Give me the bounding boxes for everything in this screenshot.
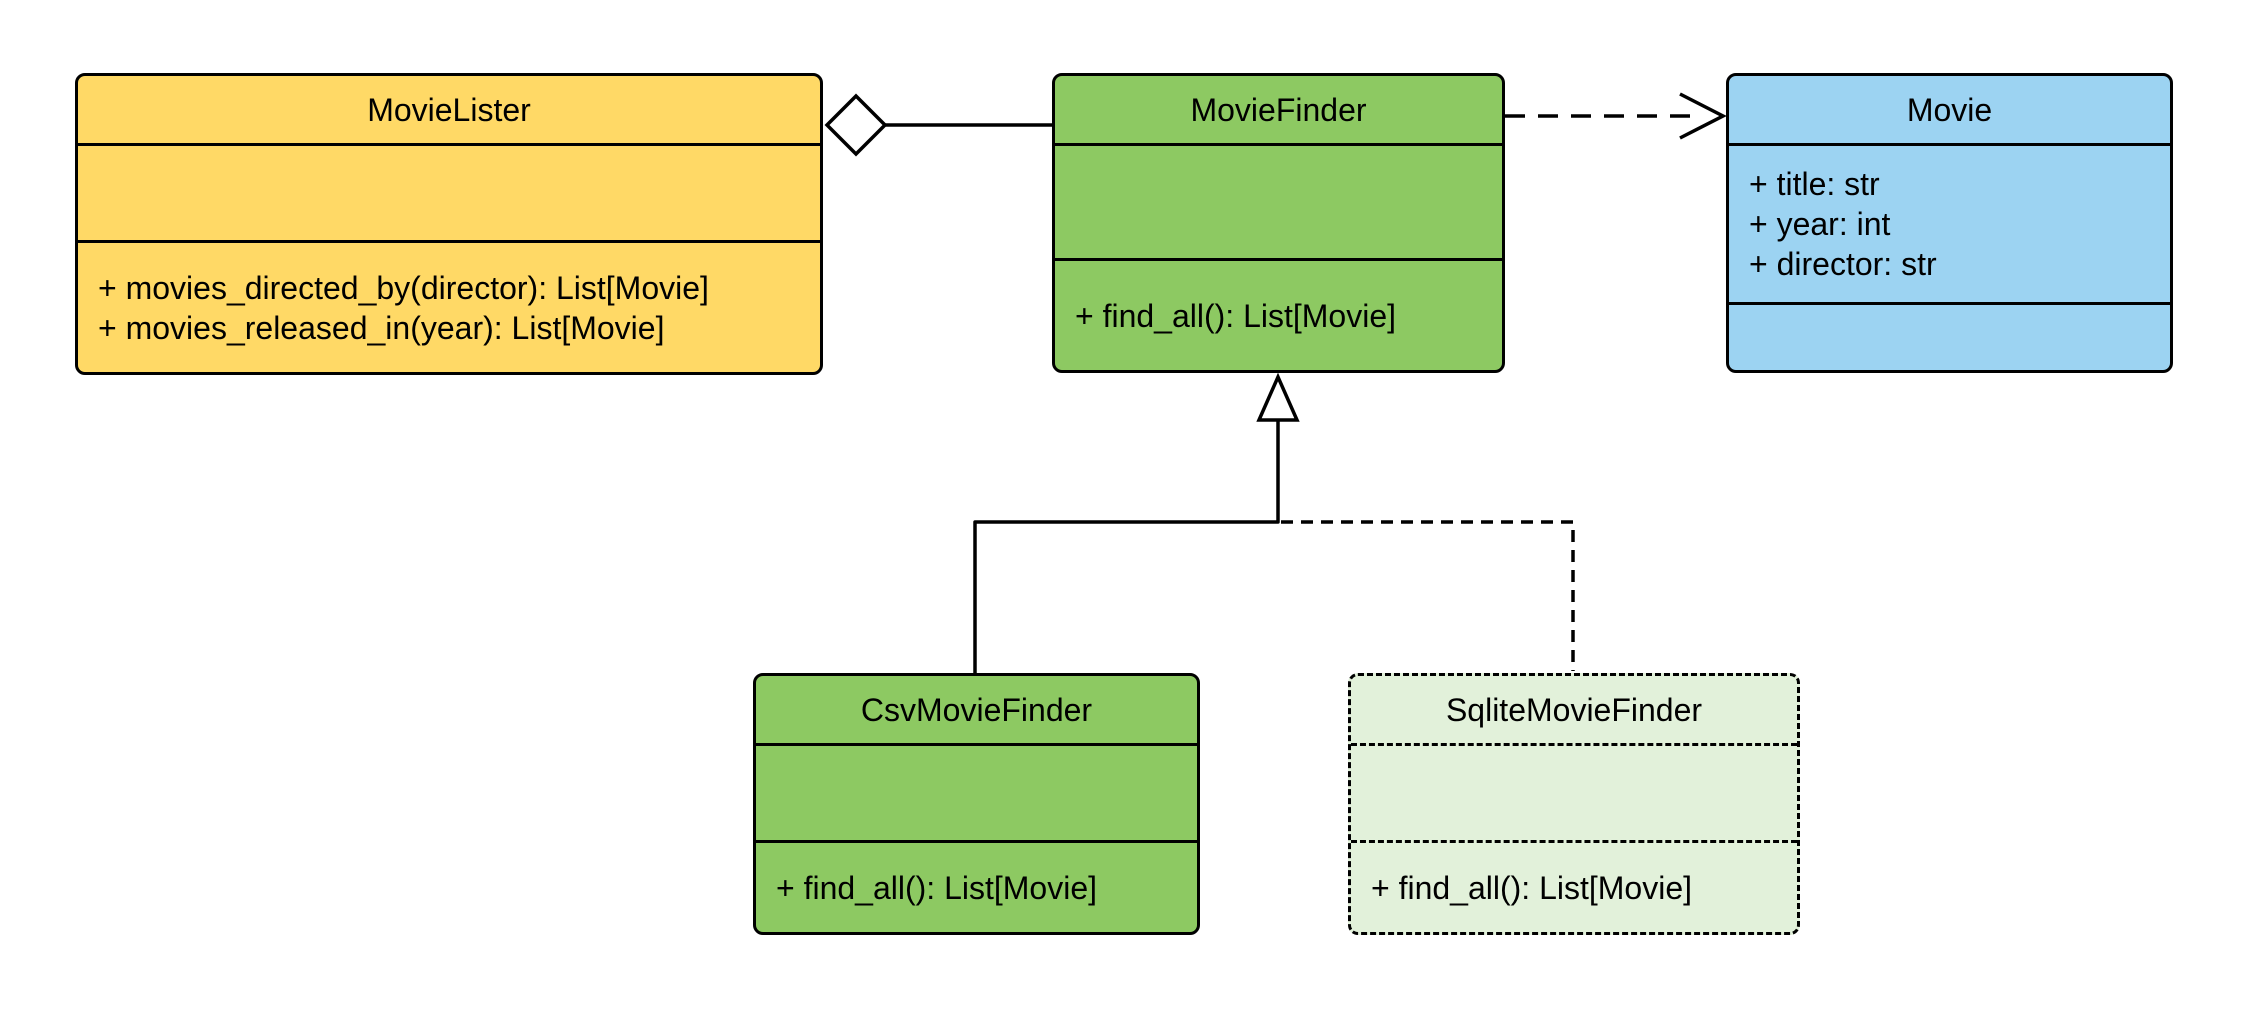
methods-compartment: + find_all(): List[Movie] [1351,840,1797,932]
uml-method: + movies_released_in(year): List[Movie] [98,309,665,346]
attributes-compartment [1351,743,1797,840]
class-box-movielister: MovieLister + movies_directed_by(directo… [75,73,823,375]
attributes-compartment [756,743,1197,840]
methods-compartment: + find_all(): List[Movie] [756,840,1197,932]
uml-attribute: + year: int [1749,206,1891,242]
generalization-connector-sqlite [1281,520,1575,671]
class-box-movie: Movie + title: str + year: int + directo… [1726,73,2173,373]
uml-method: + find_all(): List[Movie] [1075,297,1397,334]
methods-compartment [1729,302,2170,370]
generalization-connector-csv [973,372,1300,673]
dependency-arrowhead-icon [1679,92,1727,140]
attributes-compartment [1055,143,1502,258]
class-name-movie: Movie [1906,91,1993,128]
class-box-csvmoviefinder: CsvMovieFinder + find_all(): List[Movie] [753,673,1200,935]
class-box-sqlitemoviefinder: SqliteMovieFinder + find_all(): List[Mov… [1348,673,1800,935]
methods-compartment: + movies_directed_by(director): List[Mov… [78,240,820,372]
attributes-compartment [78,143,820,240]
class-name-sqlitemoviefinder: SqliteMovieFinder [1445,691,1703,728]
class-name-movielister: MovieLister [367,91,531,128]
generalization-triangle-icon [1256,372,1300,422]
uml-method: + movies_directed_by(director): List[Mov… [98,269,709,306]
dependency-connector [1505,92,1727,140]
uml-method: + find_all(): List[Movie] [776,869,1098,906]
methods-compartment: + find_all(): List[Movie] [1055,258,1502,370]
class-name-csvmoviefinder: CsvMovieFinder [860,691,1093,728]
class-box-moviefinder: MovieFinder + find_all(): List[Movie] [1052,73,1505,373]
attributes-compartment: + title: str + year: int + director: str [1729,143,2170,302]
uml-method: + find_all(): List[Movie] [1371,869,1693,906]
uml-attribute: + title: str [1749,166,1880,202]
aggregation-connector [824,93,1054,157]
uml-attribute: + director: str [1749,246,1937,282]
aggregation-diamond-icon [824,93,888,157]
class-name-moviefinder: MovieFinder [1190,91,1367,128]
